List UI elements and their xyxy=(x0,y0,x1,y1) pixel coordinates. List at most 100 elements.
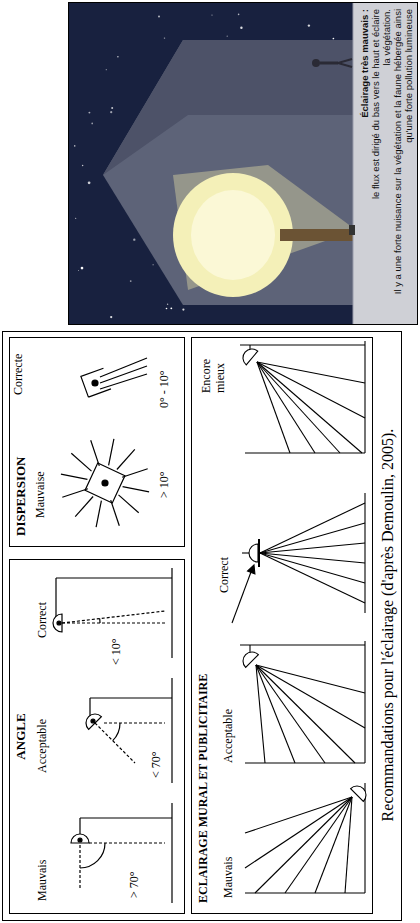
drawing-stroke xyxy=(256,665,365,728)
drawing-stroke xyxy=(62,622,165,623)
drawing-stroke xyxy=(257,362,315,453)
drawing-stroke xyxy=(100,358,147,377)
rating-label: Acceptable xyxy=(36,719,50,773)
picture-caption: Il y a une forte nuisance sur la végétat… xyxy=(392,9,414,321)
drawing-stroke xyxy=(258,539,260,567)
drawing-stroke xyxy=(80,817,172,818)
drawing-stroke xyxy=(351,782,370,801)
drawing-stroke xyxy=(170,307,172,309)
rating-label: Acceptable xyxy=(222,709,236,763)
drawing-stroke xyxy=(117,449,135,469)
figure-caption: Recommandations pour l'éclairage (d'aprè… xyxy=(379,340,397,910)
drawing-stroke xyxy=(320,62,338,65)
rating-label: Correct xyxy=(218,557,232,593)
night-scene xyxy=(68,2,418,325)
drawing-stroke xyxy=(91,123,93,125)
drawing-stroke xyxy=(113,723,120,741)
rating-label: Mauvais xyxy=(36,860,50,901)
drawing-stroke xyxy=(245,892,365,893)
drawing-stroke xyxy=(167,304,168,305)
drawing-stroke xyxy=(82,710,101,729)
rating-label: Mauvais xyxy=(222,857,236,898)
drawing-stroke xyxy=(68,2,418,325)
drawing-stroke xyxy=(91,719,95,723)
drawing-stroke xyxy=(88,181,91,184)
drawing-stroke xyxy=(260,553,365,563)
drawing-stroke xyxy=(110,316,112,318)
drawing-stroke xyxy=(245,797,352,868)
drawing-stroke xyxy=(92,380,98,386)
drawing-stroke xyxy=(79,818,80,834)
drawing-stroke xyxy=(245,762,365,763)
drawing-stroke xyxy=(257,362,362,453)
angle-value: 0° - 10° xyxy=(158,370,172,408)
dispersion-drawings xyxy=(61,358,149,527)
drawing-stroke xyxy=(260,553,365,603)
drawing-stroke xyxy=(109,439,114,466)
drawing-stroke xyxy=(123,487,150,492)
drawing-stroke xyxy=(91,440,100,466)
drawing-stroke xyxy=(353,2,418,325)
wall-lighting-panel: ECLAIRAGE MURAL ET PUBLICITAIRE xyxy=(191,337,373,914)
drawing-stroke xyxy=(364,641,365,763)
drawing-stroke xyxy=(96,501,101,527)
drawing-stroke xyxy=(62,611,165,623)
drawing-stroke xyxy=(232,572,251,623)
drawing-stroke xyxy=(85,463,125,503)
drawing-stroke xyxy=(353,2,354,325)
drawing-stroke xyxy=(99,619,101,623)
drawing-stroke xyxy=(111,500,120,526)
drawing-stroke xyxy=(249,544,258,562)
drawing-stroke xyxy=(89,698,90,717)
drawing-stroke xyxy=(364,341,365,453)
rating-label: Correct xyxy=(36,602,50,638)
panel-title: ANGLE xyxy=(14,560,29,913)
drawing-stroke xyxy=(256,665,365,693)
drawing-stroke xyxy=(280,229,356,241)
drawing-stroke xyxy=(240,27,242,29)
drawing-stroke xyxy=(173,173,293,297)
drawing-stroke xyxy=(89,842,165,843)
drawing-stroke xyxy=(242,552,249,553)
drawing-stroke xyxy=(71,453,91,471)
drawing-stroke xyxy=(81,267,84,270)
drawing-stroke xyxy=(153,264,154,265)
drawing-stroke xyxy=(240,644,365,645)
drawing-stroke xyxy=(62,489,88,498)
drawing-stroke xyxy=(75,497,93,517)
drawing-stroke xyxy=(95,723,135,763)
drawing-stroke xyxy=(53,614,62,632)
drawing-stroke xyxy=(158,16,160,18)
drawing-stroke xyxy=(245,452,365,453)
drawing-stroke xyxy=(119,495,139,513)
drawing-stroke xyxy=(182,308,184,310)
drawing-stroke xyxy=(88,112,90,114)
drawing-stroke xyxy=(315,797,352,893)
drawing-stroke xyxy=(104,722,165,723)
drawing-stroke xyxy=(256,665,265,763)
drawing-stroke xyxy=(191,190,275,280)
drawing-stroke xyxy=(260,553,365,583)
rating-label: Correcte xyxy=(12,354,26,395)
drawing-stroke xyxy=(345,797,352,893)
drawing-stroke xyxy=(71,834,89,843)
drawing-stroke xyxy=(75,218,76,219)
drawing-stroke xyxy=(248,565,255,574)
night-caption-group: Éclairage très mauvais :le flux est diri… xyxy=(359,9,414,321)
drawing-stroke xyxy=(55,578,56,618)
drawing-stroke xyxy=(133,239,135,241)
drawing-stroke xyxy=(238,14,240,16)
drawing-stroke xyxy=(111,107,113,109)
drawing-stroke xyxy=(257,362,365,383)
angle-value: < 70° xyxy=(150,751,164,778)
drawing-stroke xyxy=(79,845,80,888)
drawing-stroke xyxy=(171,568,172,658)
drawing-stroke xyxy=(285,797,352,893)
drawing-stroke xyxy=(308,24,310,26)
drawing-stroke xyxy=(81,368,111,397)
drawing-stroke xyxy=(103,40,353,175)
figure-frame: Recommandations pour l'éclairage (d'aprè… xyxy=(2,331,402,921)
drawing-stroke xyxy=(312,59,320,67)
drawing-stroke xyxy=(110,111,112,113)
